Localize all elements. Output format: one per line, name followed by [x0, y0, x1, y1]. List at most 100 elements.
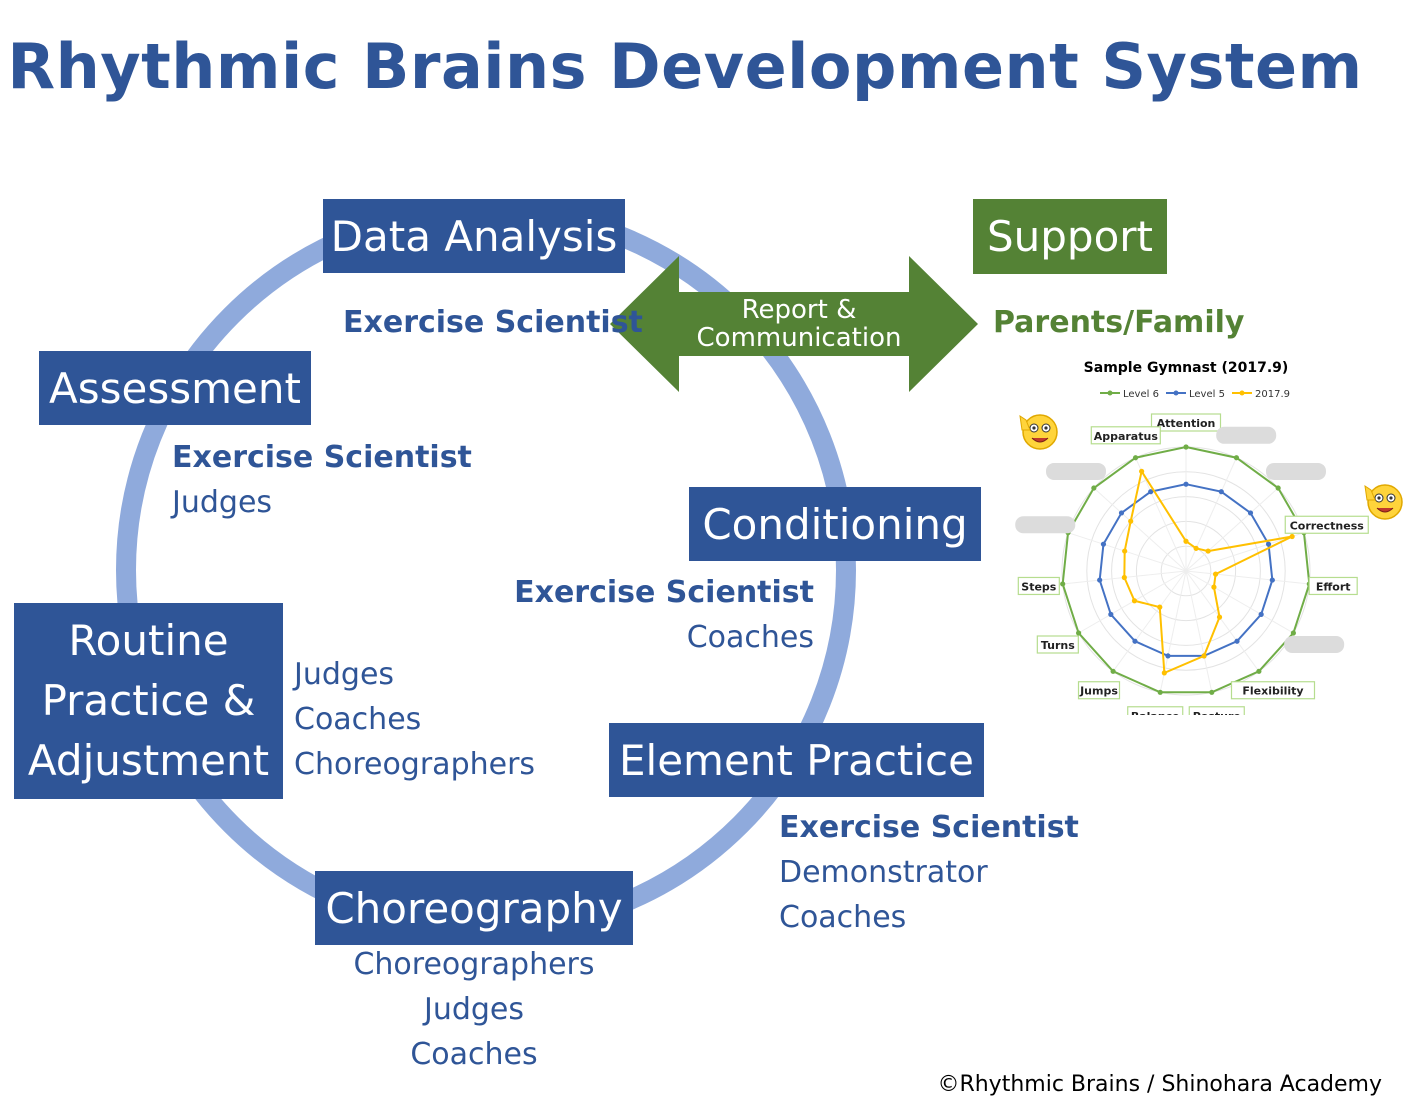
roles-element-practice: Exercise Scientist Demonstrator Coaches: [779, 805, 1079, 940]
radar-series-point: [1118, 510, 1125, 516]
radar-series-point: [1269, 577, 1275, 583]
radar-axis-label-box: [1150, 413, 1222, 432]
radar-series-line: [1098, 483, 1274, 657]
radar-series-point: [1076, 630, 1082, 636]
radar-series-point: [1209, 689, 1215, 695]
radar-axis-label: [1015, 516, 1076, 534]
radar-series-point: [1132, 638, 1138, 644]
radar-series-point: [1121, 574, 1127, 581]
radar-series-point: [1216, 614, 1223, 620]
radar-series-point: [1205, 548, 1211, 554]
radar-series-point: [1258, 611, 1264, 617]
roles-assessment: Exercise Scientist Judges: [172, 435, 472, 525]
radar-series-point: [1128, 518, 1134, 524]
arrow-label-line2: Communication: [697, 323, 902, 353]
radar-series-point: [1289, 533, 1295, 540]
radar-spoke: [1185, 487, 1279, 572]
radar-series-point: [1097, 577, 1103, 583]
role-element-practice-1: Exercise Scientist: [779, 810, 1079, 845]
radar-axis-label-box: [1127, 706, 1184, 715]
radar-spoke: [1185, 570, 1310, 585]
radar-axis-label: Attention: [1150, 413, 1222, 432]
thumbs-up-smiley-icon: [1364, 484, 1403, 520]
node-element-practice-label: Element Practice: [619, 735, 974, 785]
node-choreography: Choreography: [315, 871, 633, 945]
radar-axis-label: Balance: [1127, 706, 1184, 715]
radar-spoke: [1185, 532, 1305, 572]
radar-axis-label: Posture: [1188, 706, 1245, 715]
report-communication-arrow: Report & Communication: [610, 256, 978, 392]
radar-series-point: [1157, 604, 1163, 610]
role-assessment-1: Exercise Scientist: [172, 440, 472, 475]
roles-conditioning: Exercise Scientist Coaches: [514, 570, 814, 660]
radar-series-point: [1183, 481, 1189, 487]
node-data-analysis-label: Data Analysis: [330, 211, 618, 261]
roles-choreography: Choreographers Judges Coaches: [315, 942, 633, 1077]
radar-axis-label-box: [1308, 576, 1358, 596]
radar-legend-label: Level 6: [1123, 389, 1159, 400]
radar-legend-marker: [1173, 390, 1179, 396]
radar-series-point: [1091, 485, 1097, 491]
role-routine-3: Choreographers: [294, 747, 536, 782]
node-assessment-label: Assessment: [49, 363, 301, 413]
page-title: Rhythmic Brains Development System: [7, 30, 1363, 103]
radar-axis-label: Turns: [1036, 635, 1079, 654]
radar-series-point: [1132, 455, 1139, 461]
radar-axis-label: [1284, 636, 1345, 653]
radar-axis-label-box: [1188, 706, 1245, 715]
radar-axis-label: Apparatus: [1090, 426, 1161, 445]
radar-legend-label: Level 5: [1189, 389, 1225, 400]
radar-axis-label-text: Posture: [1193, 710, 1241, 715]
radar-axis-label-text: Balance: [1131, 710, 1180, 715]
radar-series-point: [1139, 468, 1145, 474]
radar-series-point: [1201, 653, 1207, 659]
radar-chart: Sample Gymnast (2017.9) Level 6 Level 5 20…: [1015, 360, 1403, 715]
radar-series-point: [1108, 611, 1114, 617]
radar-series-line: [1061, 445, 1311, 694]
thumbs-up-smiley-icon: [1019, 414, 1058, 450]
radar-series-point: [1290, 630, 1296, 636]
roles-routine: Judges Coaches Choreographers: [294, 652, 535, 787]
radar-series-point: [1131, 598, 1138, 604]
radar-axis-label-box: [1265, 462, 1326, 480]
radar-series-point: [1100, 541, 1107, 547]
radar-series-point: [1218, 489, 1224, 495]
role-conditioning-1: Exercise Scientist: [514, 575, 814, 610]
radar-legend-label: 2017.9: [1255, 389, 1290, 400]
radar-axis-label-box: [1284, 636, 1345, 653]
radar-series-point: [1183, 444, 1189, 450]
radar-axis-label-text: Effort: [1316, 580, 1351, 593]
radar-axis-label-box: [1090, 426, 1161, 445]
radar-series-point: [1165, 653, 1171, 659]
radar-spoke: [1185, 570, 1260, 672]
node-routine-line2: Practice &: [41, 676, 256, 725]
role-routine-1: Judges: [294, 657, 395, 692]
radar-series-point: [1110, 668, 1116, 674]
radar-legend-marker: [1239, 390, 1245, 396]
radar-axis-label: Jumps: [1077, 681, 1121, 700]
node-conditioning-label: Conditioning: [702, 499, 968, 549]
radar-series-point: [1193, 545, 1199, 551]
radar-axis-label: Effort: [1308, 576, 1358, 596]
copyright-text: ©Rhythmic Brains / Shinohara Academy: [937, 1072, 1382, 1097]
node-routine-line1: Routine: [68, 616, 229, 665]
role-choreography-2: Judges: [423, 992, 525, 1027]
radar-axis-label: [1216, 426, 1277, 444]
role-routine-2: Coaches: [294, 702, 422, 737]
arrow-label-line1: Report &: [742, 295, 857, 325]
radar-spoke: [1112, 570, 1187, 672]
radar-series-point: [1275, 485, 1281, 491]
radar-axis-label-box: [1230, 681, 1316, 700]
radar-axis-label-text: Turns: [1041, 639, 1075, 652]
node-data-analysis: Data Analysis: [323, 199, 625, 273]
radar-series-point: [1157, 689, 1163, 695]
radar-axis-label: Flexibility: [1230, 681, 1316, 700]
radar-spoke: [1185, 570, 1294, 634]
node-element-practice: Element Practice: [609, 723, 984, 797]
double-arrow-shape: [610, 256, 978, 392]
role-choreography-1: Choreographers: [353, 947, 595, 982]
roles-support: Parents/Family: [993, 300, 1244, 345]
radar-axis-label-text: Flexibility: [1242, 685, 1303, 698]
radar-series-point: [1265, 541, 1272, 547]
radar-title: Sample Gymnast (2017.9): [1084, 360, 1289, 376]
